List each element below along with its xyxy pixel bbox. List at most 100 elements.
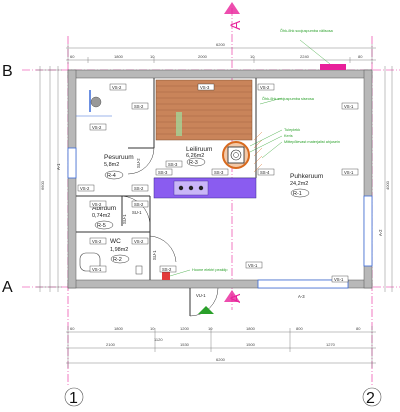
- tag-vs2-pesu: VS-2: [92, 125, 102, 130]
- shower-drain-icon: [90, 96, 102, 108]
- dim-top-3: 2000: [198, 54, 208, 59]
- room-name: Pesuruum: [104, 154, 134, 161]
- room-code: R-3: [189, 160, 198, 166]
- top-dimensions: [66, 44, 376, 64]
- dim-bottom-extra: 1120: [154, 337, 163, 342]
- room-area: 6,26m2: [186, 153, 204, 159]
- bottom-dimensions: [66, 326, 376, 368]
- dim-bottom-overall: 6200: [216, 357, 226, 362]
- tag-vs1-bottom-r: VS-1: [334, 277, 344, 282]
- note-leaders: [169, 39, 331, 277]
- window-a2-label: A-2: [378, 229, 383, 236]
- electric-panel-icon: [162, 272, 170, 280]
- room-code: R-2: [113, 257, 122, 263]
- room-name: Abiruum: [92, 205, 116, 212]
- tag-ss3-b: SS-3: [158, 170, 168, 175]
- dim-top-5: 2240: [300, 54, 310, 59]
- room-code: R-4: [107, 173, 116, 179]
- dim-bottom-7: 80: [356, 326, 361, 331]
- dim-bottom-6: 800: [296, 326, 303, 331]
- room-area: 1,98m2: [110, 247, 128, 253]
- window-a1-label: A-1: [56, 163, 61, 170]
- door-su1-wc[interactable]: SU-1: [149, 235, 177, 264]
- tag-ss3-c: SS-3: [214, 170, 224, 175]
- room-code: R-5: [97, 223, 106, 229]
- room-leiliruum: Leiliruum 6,26m2 R-3: [186, 146, 212, 167]
- room-area: 24,2m2: [290, 181, 308, 187]
- tag-vs1-right-low: VS-1: [344, 170, 354, 175]
- room-puhkeruum: Puhkeruum 24,2m2 R-1: [290, 173, 323, 198]
- axis-label-1: 1: [69, 390, 78, 407]
- tag-ss3-a: SS-3: [168, 162, 178, 167]
- tag-vs1-bottom: VS-1: [92, 267, 102, 272]
- door-su1-abi-label-b: SU-1: [122, 214, 127, 224]
- section-mark-top: A: [224, 2, 243, 30]
- note-vent-mid: Õhk-õhk soojuspumba siseosa: [262, 96, 315, 101]
- room-pesuruum: Pesuruum 5,8m2 R-4: [104, 154, 134, 180]
- fire-wall-hatch: [253, 131, 263, 173]
- room-name: Leiliruum: [186, 146, 212, 153]
- wall-east: [363, 69, 373, 289]
- sauna-bench: [153, 177, 257, 199]
- dim-top-1: 1800: [114, 54, 124, 59]
- dim-top-0: 60: [70, 54, 75, 59]
- section-label-bottom: A: [227, 293, 243, 303]
- wall-north: [67, 69, 373, 79]
- exterior-walls: [67, 69, 373, 289]
- sink-icon: [135, 265, 143, 275]
- door-su1-wc-label: SU-1: [152, 250, 157, 260]
- tag-vs2-wc: VS-2: [92, 239, 102, 244]
- tag-ss4: SS-4: [260, 170, 270, 175]
- axis-label-b: B: [2, 63, 13, 80]
- tag-ss2-bottom: SS-2: [162, 267, 172, 272]
- dim-bottom-3: 1200: [180, 326, 190, 331]
- dim-bottom-1: 1800: [114, 326, 124, 331]
- tag-ss2-abi: SS-2: [134, 186, 144, 191]
- door-su1-abi[interactable]: SU-1 SU-1: [121, 195, 151, 226]
- room-code: R-1: [293, 191, 302, 197]
- tag-vs2-abi: VS-2: [92, 202, 102, 207]
- tag-vs1-puhke: VS-1: [248, 263, 258, 268]
- axis-label-a: A: [2, 279, 13, 296]
- sauna-stove: [222, 141, 250, 169]
- dim-bottom-4: 10: [208, 326, 213, 331]
- dim-bottom-0: 60: [70, 326, 75, 331]
- dim-top-6: 80: [358, 54, 363, 59]
- dim-right-overall: 4000: [385, 180, 390, 190]
- dim-bottom-mid-0: 2100: [106, 342, 116, 347]
- note-fire-2: Keris: [284, 134, 293, 138]
- tag-vs2-top: VS-2: [112, 85, 122, 90]
- tag-ss2-wc: SS-2: [134, 202, 144, 207]
- note-entrance: Hoone elektri peakilp: [192, 268, 227, 272]
- note-fire-3: Mittepõlevast materjalist ahjusein: [284, 140, 340, 144]
- entrance-arrow-icon: [198, 306, 214, 314]
- axis-label-2: 2: [366, 390, 375, 407]
- door-vu1[interactable]: VU-1: [189, 287, 219, 317]
- wall-tags: [77, 83, 359, 283]
- tag-vs2-right: VS-2: [260, 85, 270, 90]
- tag-ss2-pesu: SS-2: [134, 104, 144, 109]
- dim-bottom-mid-3: 1270: [326, 342, 336, 347]
- note-vent-top: Õhk-õhk soojuspumba välisosa: [280, 28, 334, 33]
- door-su2[interactable]: SU-2: [127, 147, 155, 175]
- left-dimensions: [36, 66, 62, 292]
- room-abiruum: Abiruum 0,74m2 R-5: [92, 205, 116, 230]
- window-a1: A-1: [56, 147, 77, 179]
- window-a2: A-2: [363, 195, 383, 267]
- door-vu1-label: VU-1: [196, 293, 206, 298]
- wall-west: [67, 69, 77, 289]
- section-mark-bottom: A: [224, 290, 243, 303]
- door-su2-label: SU-2: [136, 158, 141, 168]
- room-name: Puhkeruum: [290, 173, 323, 180]
- dim-bottom-5: 1800: [246, 326, 256, 331]
- tag-vs1-right: VS-1: [344, 104, 354, 109]
- dim-bottom-mid-2: 1500: [246, 342, 256, 347]
- axis-bubble-2: [362, 387, 382, 407]
- axis-bubble-1: [64, 387, 84, 407]
- right-dimensions: [384, 66, 393, 292]
- dim-top-4: 10: [250, 54, 255, 59]
- dim-left-overall: 6600: [40, 180, 45, 190]
- window-a3: A-3: [257, 279, 349, 299]
- room-area: 0,74m2: [92, 213, 110, 219]
